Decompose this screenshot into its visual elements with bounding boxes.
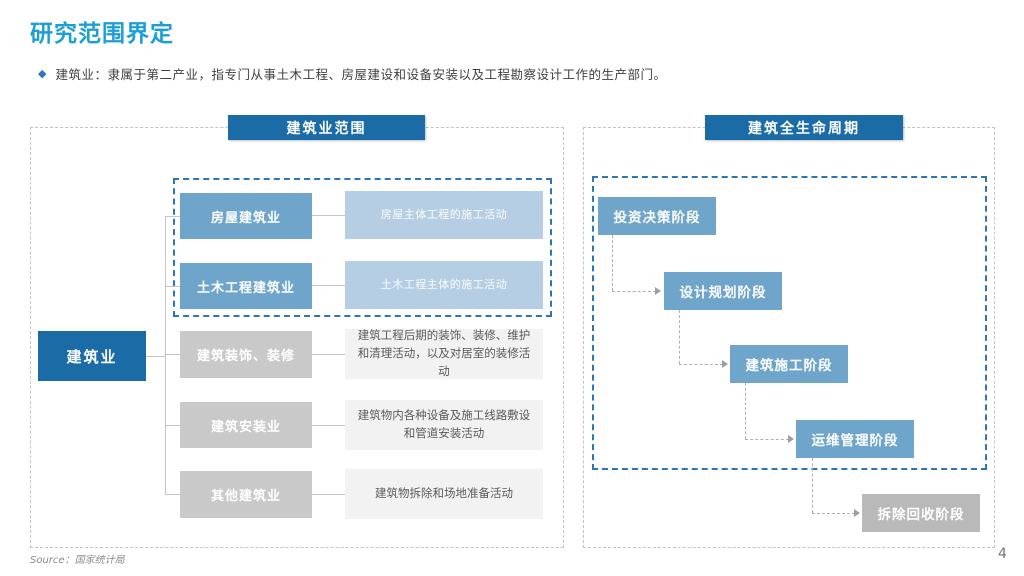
- stage-investment-decision: 投资决策阶段: [598, 197, 716, 235]
- category-installation: 建筑安装业: [180, 402, 312, 448]
- definition-bullet: ◆ 建筑业：隶属于第二产业，指专门从事土木工程、房屋建设和设备安装以及工程勘察设…: [38, 64, 666, 83]
- stage-operation-maintenance: 运维管理阶段: [796, 420, 914, 458]
- arrow-right-icon: [788, 435, 794, 443]
- branch-line: [165, 354, 180, 355]
- right-panel-header: 建筑全生命周期: [705, 115, 903, 140]
- root-connector-line: [146, 356, 165, 357]
- category-decoration: 建筑装饰、装修: [180, 331, 312, 378]
- tree-trunk-line: [165, 216, 166, 494]
- desc-installation: 建筑物内各种设备及施工线路敷设和管道安装活动: [345, 400, 543, 450]
- flow-line: [612, 235, 613, 291]
- source-note: Source：国家统计局: [30, 555, 125, 566]
- branch-line: [165, 286, 180, 287]
- stage-demolition-recycling: 拆除回收阶段: [862, 494, 980, 532]
- desc-connector-line: [312, 215, 345, 216]
- desc-connector-line: [312, 494, 345, 495]
- category-other: 其他建筑业: [180, 471, 312, 518]
- desc-house-construction: 房屋主体工程的施工活动: [345, 191, 543, 239]
- desc-other: 建筑物拆除和场地准备活动: [345, 469, 543, 519]
- branch-line: [165, 216, 180, 217]
- right-highlight-dashed-box: [592, 176, 987, 470]
- desc-connector-line: [312, 285, 345, 286]
- branch-line: [165, 494, 180, 495]
- flow-line: [812, 458, 813, 513]
- flow-line: [745, 383, 746, 439]
- category-house-construction: 房屋建筑业: [180, 193, 312, 239]
- arrow-right-icon: [854, 509, 860, 517]
- arrow-right-icon: [655, 287, 661, 295]
- flow-line: [679, 310, 680, 364]
- definition-text: 建筑业：隶属于第二产业，指专门从事土木工程、房屋建设和设备安装以及工程勘察设计工…: [55, 67, 667, 82]
- desc-connector-line: [312, 354, 345, 355]
- desc-connector-line: [312, 425, 345, 426]
- branch-line: [165, 425, 180, 426]
- left-highlight-dashed-box: [173, 178, 552, 317]
- category-civil-engineering: 土木工程建筑业: [180, 263, 312, 309]
- flow-line: [745, 439, 789, 440]
- root-node-construction-industry: 建筑业: [38, 331, 146, 381]
- page-title: 研究范围界定: [30, 21, 174, 47]
- page-number: 4: [998, 546, 1007, 562]
- desc-decoration: 建筑工程后期的装饰、装修、维护和清理活动，以及对居室的装修活动: [345, 328, 543, 379]
- flow-line: [812, 513, 855, 514]
- flow-line: [679, 364, 723, 365]
- diamond-bullet-icon: ◆: [38, 67, 47, 80]
- left-panel-header: 建筑业范围: [228, 115, 425, 140]
- stage-construction: 建筑施工阶段: [730, 345, 848, 383]
- flow-line: [612, 291, 656, 292]
- arrow-right-icon: [722, 360, 728, 368]
- stage-design-planning: 设计规划阶段: [664, 272, 782, 310]
- desc-civil-engineering: 土木工程主体的施工活动: [345, 261, 543, 309]
